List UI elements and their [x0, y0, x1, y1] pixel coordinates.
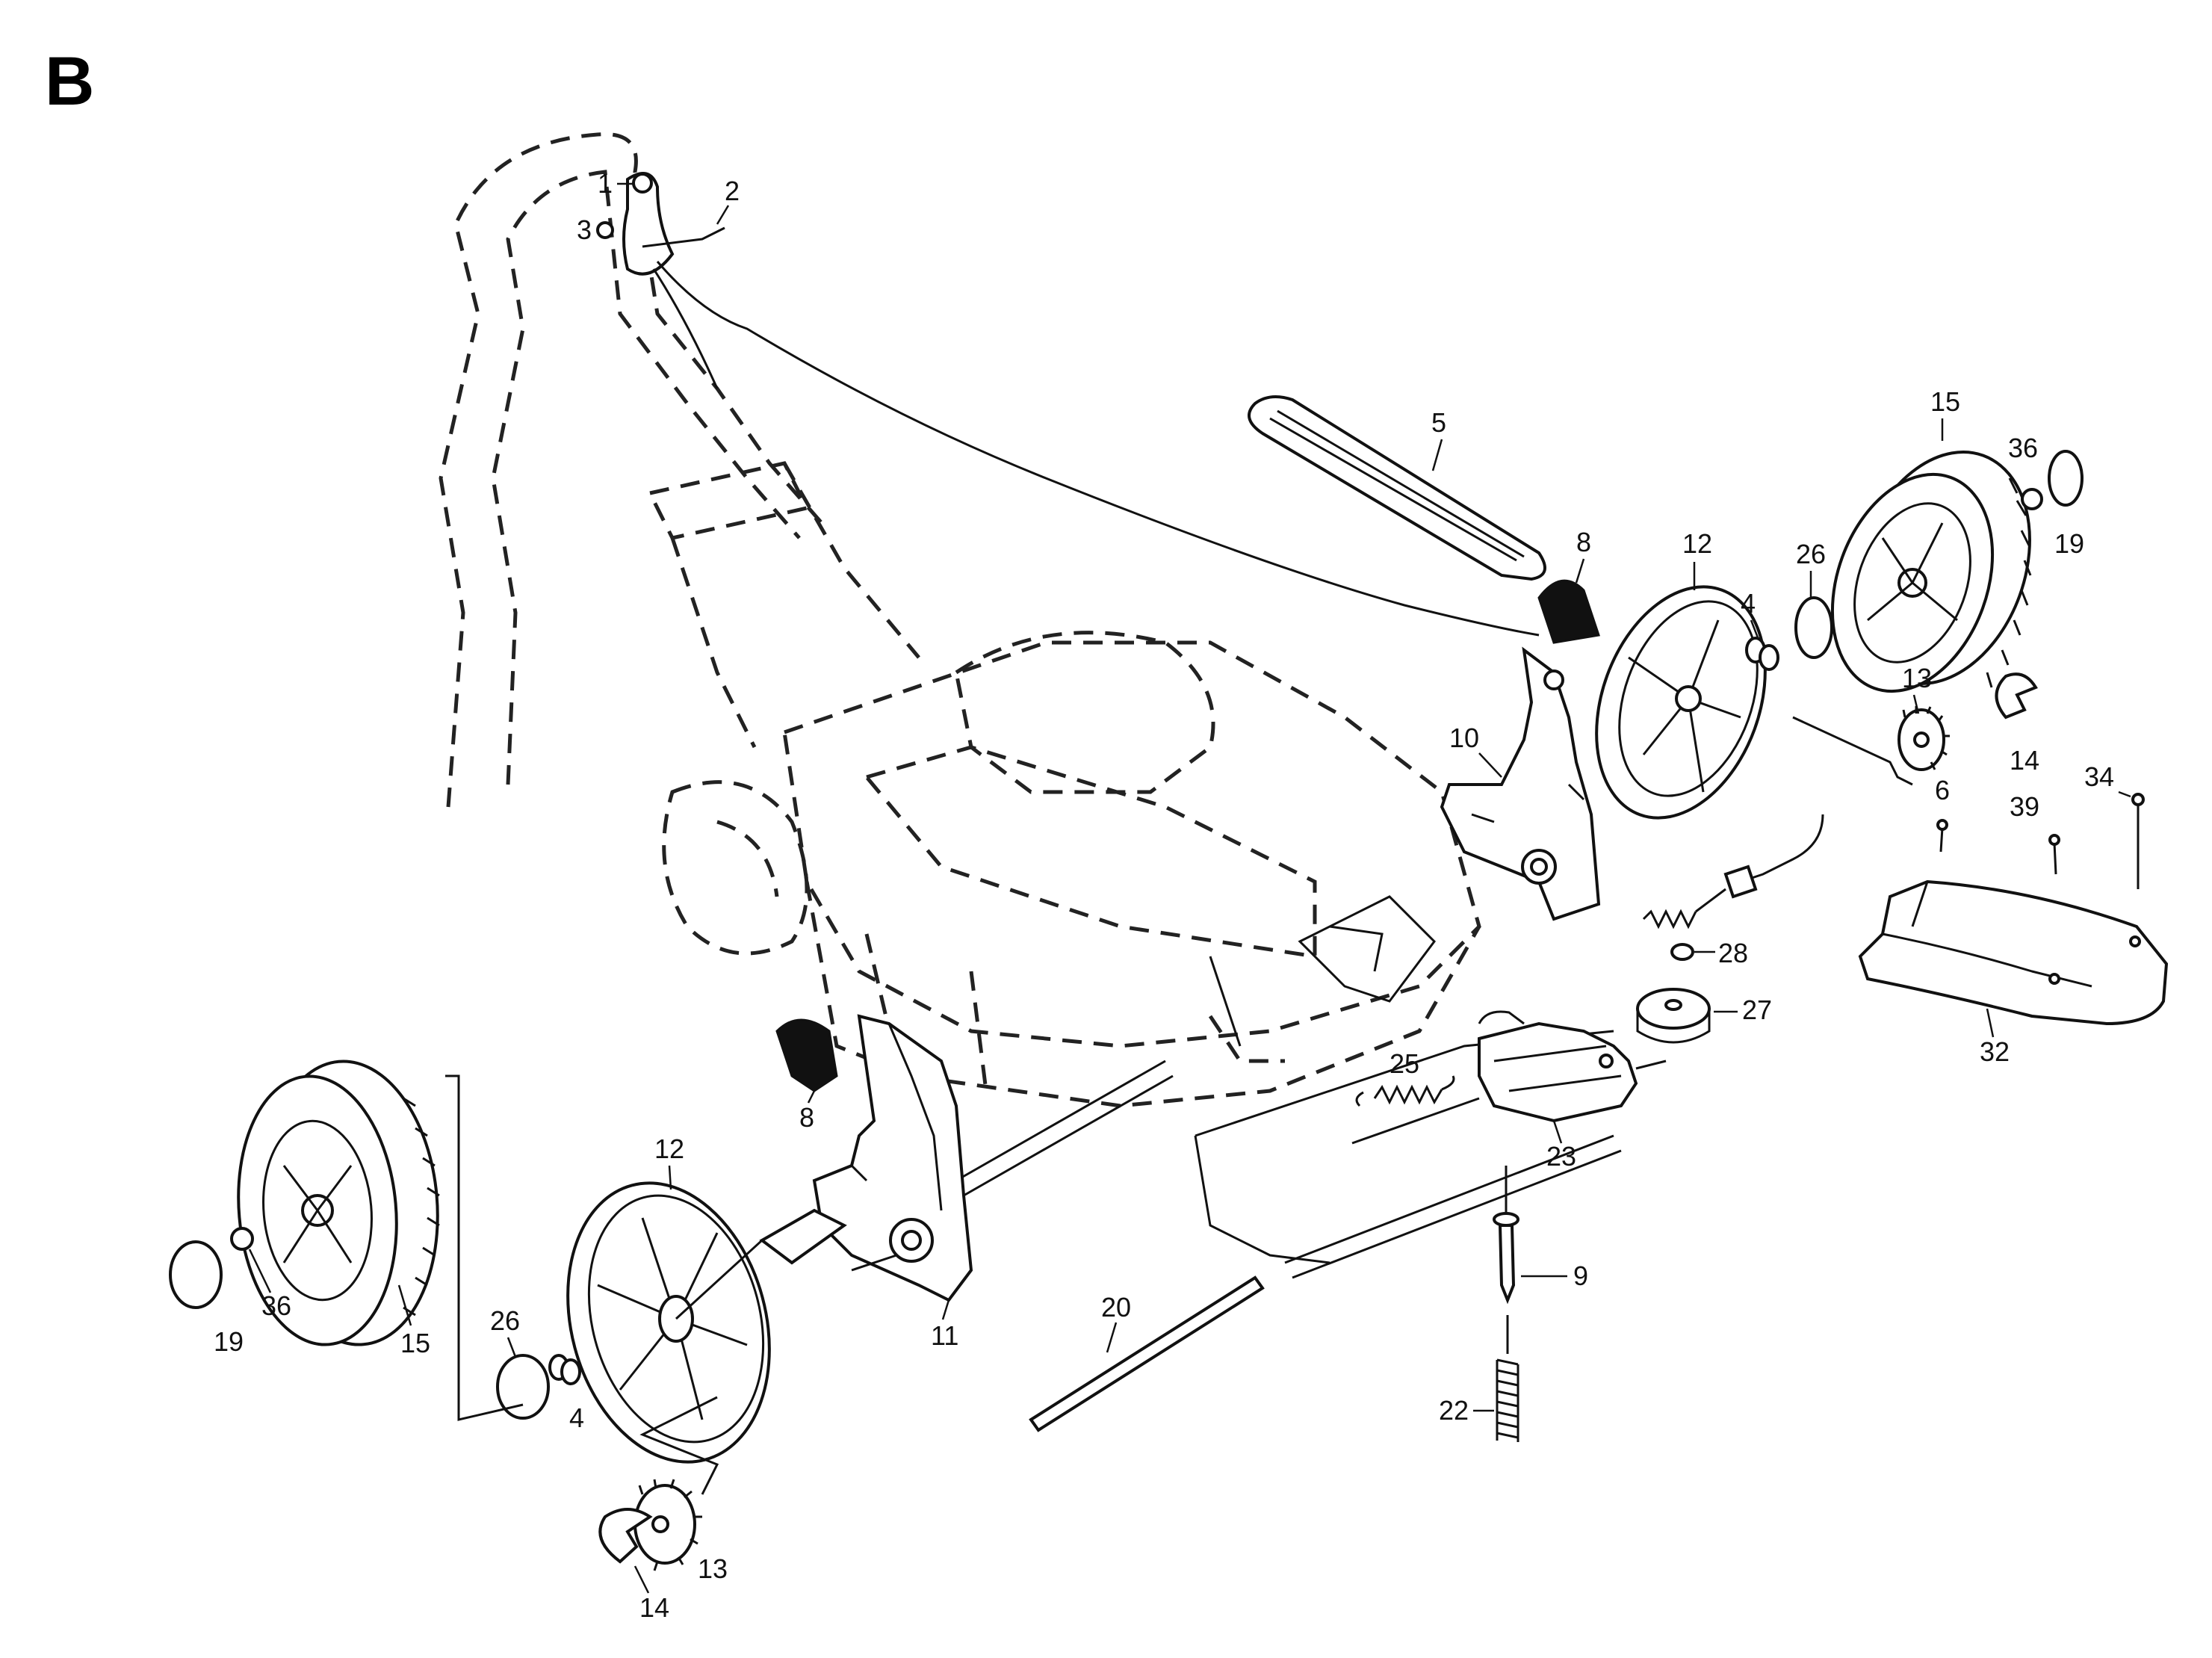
part-label-11: 11 [931, 1320, 958, 1351]
screw-34 [2131, 793, 2145, 889]
wheel-right [1830, 451, 2032, 693]
part-label-13-left: 13 [698, 1553, 728, 1584]
cover-cap-left [775, 1018, 838, 1092]
mower-outline-ghost [439, 132, 1481, 1108]
assembly-bracket-left [445, 1074, 524, 1421]
part-label-27: 27 [1742, 995, 1772, 1025]
nut-right [2021, 488, 2043, 510]
diagram-section-letter: B [45, 43, 94, 120]
drive-axle [955, 1060, 1622, 1279]
e-clip-right [1995, 672, 2038, 720]
spring-25 [1351, 1075, 1480, 1145]
cover-cap-right [1537, 579, 1600, 644]
part-label-3: 3 [577, 214, 592, 245]
height-adjuster-left [812, 1014, 973, 1302]
part-label-10: 10 [1449, 723, 1479, 753]
part-label-12-right: 12 [1682, 528, 1712, 559]
nut-28 [1670, 943, 1694, 961]
part-label-28: 28 [1718, 938, 1748, 968]
rod-20 [1029, 1275, 1265, 1432]
washers-right [1745, 637, 1779, 671]
washer-plate-right [1794, 596, 1833, 659]
e-clip-left [598, 1508, 653, 1564]
part-label-36-right: 36 [2008, 433, 2038, 463]
rear-shield [1858, 879, 2169, 1026]
part-label-14-left: 14 [639, 1592, 669, 1623]
transmission-23 [1478, 1010, 1667, 1123]
part-label-12-left: 12 [654, 1133, 684, 1164]
hub-cap-right [2048, 450, 2084, 507]
part-label-26-right: 26 [1796, 539, 1826, 569]
part-label-19-left: 19 [214, 1326, 244, 1357]
shaft-pin-9 [1493, 1166, 1519, 1305]
cable-spring [1642, 814, 1824, 929]
part-label-26-left: 26 [490, 1305, 520, 1336]
height-adjuster-right [1440, 646, 1601, 921]
part-label-20: 20 [1101, 1292, 1131, 1323]
spring-22 [1496, 1315, 1519, 1442]
nut-left [230, 1227, 254, 1251]
washer-plate-left [496, 1354, 550, 1420]
part-label-34: 34 [2084, 761, 2114, 792]
part-label-4-right: 4 [1741, 588, 1756, 619]
part-label-15-right: 15 [1930, 386, 1960, 417]
control-lever-assembly [596, 172, 1540, 637]
part-label-2: 2 [725, 176, 740, 206]
part-label-14-right: 14 [2010, 745, 2039, 776]
part-label-39: 39 [2010, 791, 2039, 822]
part-label-8-left: 8 [799, 1102, 814, 1133]
screw-6 [1936, 819, 1948, 853]
part-label-22: 22 [1439, 1395, 1469, 1426]
part-label-36-left: 36 [261, 1290, 291, 1321]
part-label-19-right: 19 [2054, 528, 2084, 559]
pulley-27 [1636, 988, 1711, 1044]
part-label-25: 25 [1390, 1048, 1419, 1079]
part-label-8-right: 8 [1576, 527, 1591, 557]
axle-stub-left [759, 1208, 847, 1265]
screw-39 [2048, 834, 2060, 875]
part-label-1: 1 [598, 168, 613, 199]
drive-gear-left [633, 1479, 702, 1571]
drive-belt [1248, 395, 1546, 581]
part-label-6: 6 [1935, 775, 1950, 805]
wheel-disc-left [566, 1181, 771, 1464]
part-label-4-left: 4 [569, 1402, 584, 1433]
hub-cap-left [169, 1240, 223, 1309]
part-label-9: 9 [1573, 1260, 1588, 1291]
wheel-disc-right [1595, 585, 1767, 820]
washers-left [548, 1354, 581, 1385]
part-label-15-left: 15 [400, 1328, 430, 1358]
part-label-5: 5 [1431, 407, 1446, 438]
wheel-left [237, 1060, 440, 1346]
part-label-32: 32 [1980, 1036, 2010, 1067]
drive-gear-right [1897, 706, 1950, 771]
part-label-13-right: 13 [1902, 663, 1932, 693]
